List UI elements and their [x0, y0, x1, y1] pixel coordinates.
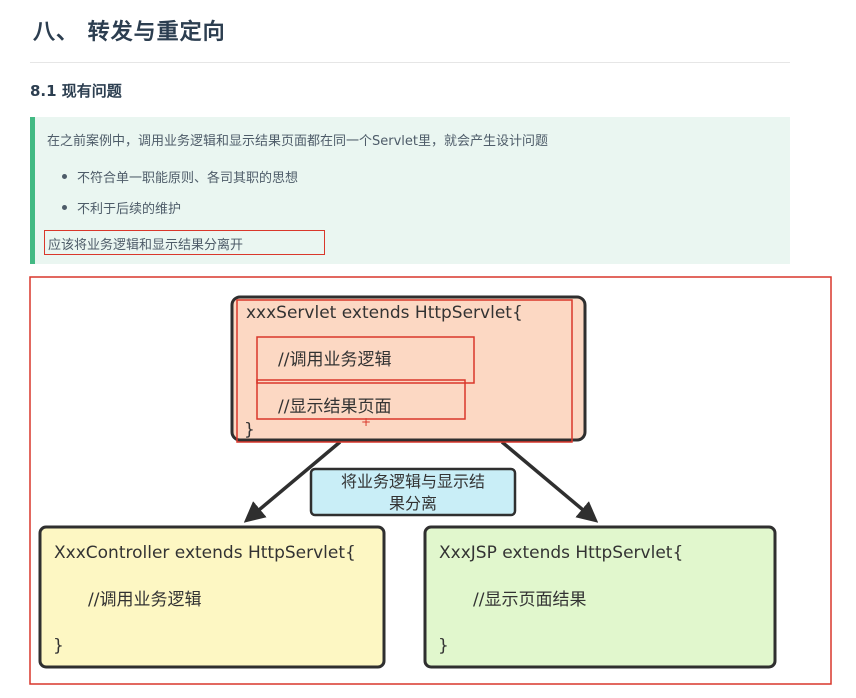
conclusion-highlight	[44, 230, 325, 255]
tip-intro: 在之前案例中，调用业务逻辑和显示结果页面都在同一个Servlet里，就会产生设计…	[47, 134, 548, 149]
arrow-to-jsp	[500, 440, 599, 523]
servlet-comment-display: //显示结果页面	[278, 397, 391, 417]
controller-comment: //调用业务逻辑	[88, 590, 201, 610]
subsection-heading: 8.1 现有问题	[30, 82, 122, 100]
cursor-crosshair: +	[361, 415, 371, 429]
heading-divider	[30, 62, 790, 63]
jsp-closing-brace: }	[438, 636, 449, 656]
tip-container	[30, 117, 790, 264]
logic-highlight	[256, 336, 475, 384]
section-heading: 八、 转发与重定向	[33, 20, 226, 45]
controller-closing-brace: }	[53, 636, 64, 656]
bullet-dot	[62, 174, 67, 179]
bullet-item: 不符合单一职能原则、各司其职的思想	[62, 167, 298, 186]
servlet-closing-brace: }	[244, 420, 255, 440]
separation-label-line1: 将业务逻辑与显示结	[341, 472, 485, 491]
servlet-box: xxxServlet extends HttpServlet{ //调用业务逻辑…	[230, 295, 587, 442]
servlet-signature: xxxServlet extends HttpServlet{	[246, 303, 523, 323]
diagram-frame	[29, 276, 832, 685]
bullet-text: 不符合单一职能原则、各司其职的思想	[77, 171, 299, 186]
controller-box: XxxController extends HttpServlet{ //调用业…	[38, 525, 386, 669]
jsp-comment: //显示页面结果	[473, 590, 586, 610]
jsp-box: XxxJSP extends HttpServlet{ //显示页面结果 }	[423, 525, 777, 669]
bullet-item: 不利于后续的维护	[62, 198, 181, 217]
servlet-highlight	[236, 299, 573, 443]
tip-conclusion: 应该将业务逻辑和显示结果分离开	[48, 238, 244, 253]
servlet-comment-logic: //调用业务逻辑	[278, 350, 391, 370]
bullet-text: 不利于后续的维护	[77, 202, 182, 217]
separation-label: 将业务逻辑与显示结 果分离	[309, 467, 517, 517]
bullet-dot	[62, 205, 67, 210]
arrow-to-controller	[243, 440, 342, 523]
separation-label-line2: 果分离	[389, 494, 437, 513]
jsp-signature: XxxJSP extends HttpServlet{	[439, 543, 683, 563]
display-highlight	[256, 379, 466, 420]
controller-signature: XxxController extends HttpServlet{	[54, 543, 356, 563]
